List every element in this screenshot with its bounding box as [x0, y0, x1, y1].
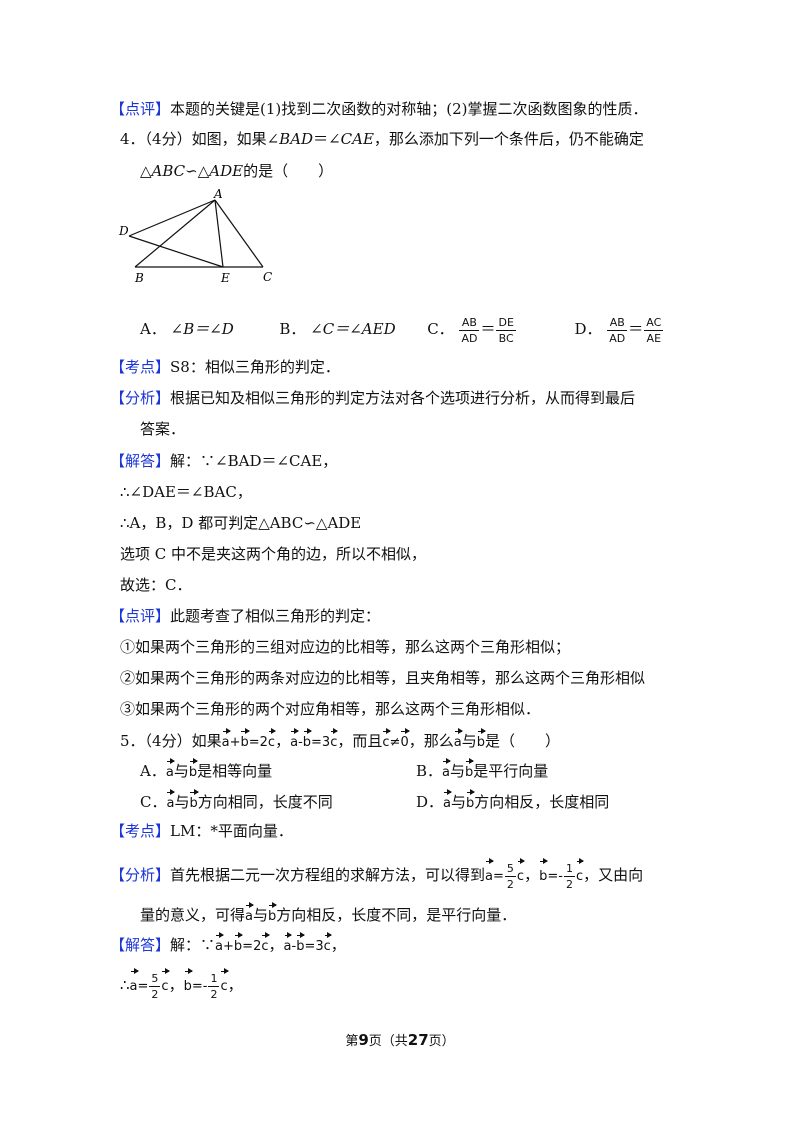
question-4: 4．（4分）如图，如果∠BAD＝∠CAE，那么添加下列一个条件后，仍不能确定 — [120, 130, 644, 148]
option-5b: B．a与b是平行向量 — [416, 758, 548, 784]
point-1: ①如果两个三角形的三组对应边的比相等，那么这两个三角形相似； — [120, 638, 571, 656]
question-5: 5．（4分）如果a+b=2c，a-b=3c，而且c≠0，那么a与b是（ ） — [120, 728, 560, 754]
question-4-cont: △ABC∽△ADE的是（ ） — [140, 162, 334, 180]
solution-step-4: 故选：C． — [120, 576, 192, 594]
fenxi-4-cont: 答案． — [140, 420, 186, 438]
solution-step-2: ∴A，B，D 都可判定△ABC∽△ADE — [120, 514, 362, 532]
page-footer: 第9页（共27页） — [345, 1031, 455, 1049]
label-c: C — [263, 270, 272, 284]
kaodian-4: 【考点】S8：相似三角形的判定． — [110, 358, 340, 376]
option-a: A． ∠B＝∠D — [140, 320, 234, 338]
solution-step-3: 选项 C 中不是夹这两个角的边，所以不相似， — [120, 545, 427, 563]
triangle-figure: A D B E C — [118, 188, 272, 285]
tag-review: 【点评】 — [110, 100, 171, 118]
review-line-prev: 【点评】本题的关键是(1)找到二次函数的对称轴；(2)掌握二次函数图象的性质． — [110, 100, 648, 118]
label-b: B — [134, 271, 144, 285]
label-a: A — [213, 188, 223, 201]
label-e: E — [220, 271, 230, 285]
option-5c: C．a与b方向相同，长度不同 — [140, 789, 333, 815]
label-d: D — [118, 224, 129, 238]
jieda-5: 【解答】解：∵a+b=2c，a-b=3c， — [110, 932, 346, 958]
kaodian-5: 【考点】LM：*平面向量． — [110, 822, 293, 840]
dianping-4: 【点评】此题考查了相似三角形的判定： — [110, 607, 381, 625]
point-3: ③如果两个三角形的两个对应角相等，那么这两个三角形相似． — [120, 700, 541, 718]
option-5d: D．a与b方向相反，长度相同 — [416, 789, 609, 815]
point-2: ②如果两个三角形的两条对应边的比相等，且夹角相等，那么这两个三角形相似 — [120, 669, 646, 687]
jieda-4: 【解答】解：∵∠BAD＝∠CAE， — [110, 452, 338, 470]
option-5a: A．a与b是相等向量 — [140, 758, 272, 784]
fenxi-5-cont: 量的意义，可得a与b方向相反，长度不同，是平行向量． — [140, 902, 516, 928]
page-number: 9 — [358, 1031, 369, 1049]
solution-step-1: ∴∠DAE＝∠BAC， — [120, 483, 252, 501]
page-total: 27 — [407, 1031, 429, 1049]
fenxi-4: 【分析】根据已知及相似三角形的判定方法对各个选项进行分析，从而得到最后 — [110, 389, 636, 407]
option-b: B． ∠C＝∠AED — [279, 320, 396, 338]
